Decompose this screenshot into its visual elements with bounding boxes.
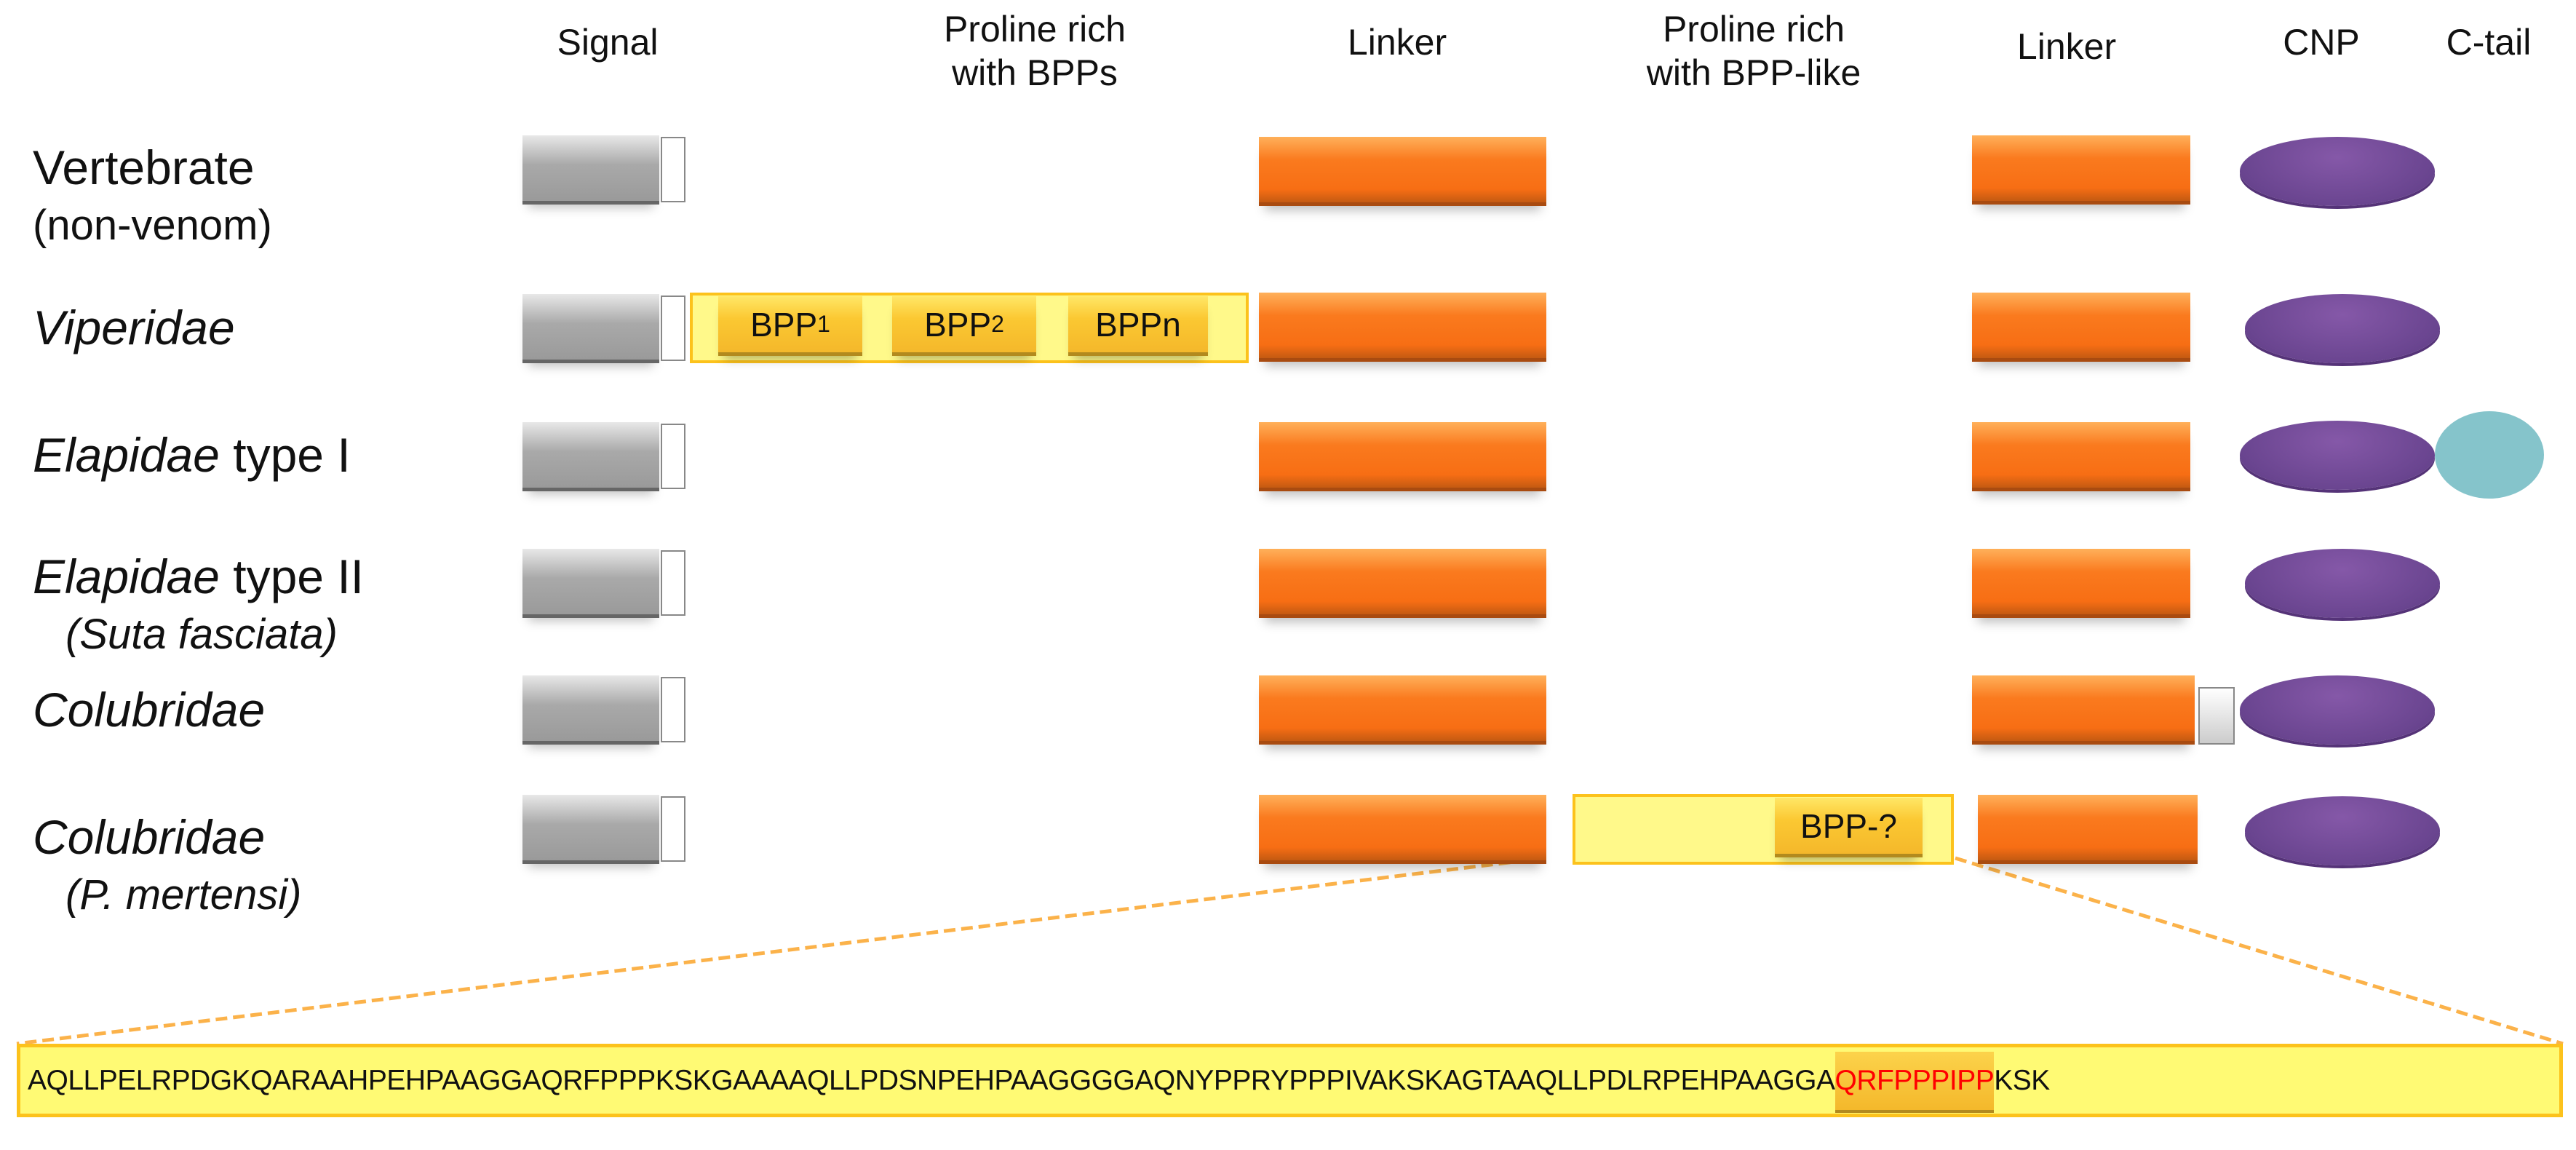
sequence-box: AQLLPELRPDGKQARAAHPEHPAAGGAQRFPPPKSKGAAA… [17,1044,2563,1117]
row-sub: (Suta fasciata) [65,611,338,658]
zoom-line-left [16,856,1546,1046]
header-line: Proline rich [943,9,1126,49]
cnp-domain [2245,549,2440,618]
row-name: Elapidae [33,550,220,603]
header-line: with BPPs [952,52,1118,93]
signal-cleavage-box [661,137,685,202]
bpp-label: BPP [750,305,818,344]
bpp-index: 2 [991,311,1004,337]
linker-2-domain [1972,293,2190,362]
signal-domain [522,675,659,745]
linker-2-domain [1972,135,2190,205]
header-c-tail: C-tail [2446,22,2532,63]
sequence-text-end: KSK [1994,1065,2050,1096]
sequence-highlight-bpp: QRFPPPIPP [1834,1052,1995,1113]
cnp-domain [2240,675,2435,745]
sequence-text: AQLLPELRPDGKQARAAHPEHPAAGGAQRFPPPKSKGAAA… [28,1065,1835,1096]
bpp-index: 1 [817,311,830,337]
row-suffix: type I [219,428,351,482]
cnp-domain [2245,294,2440,363]
signal-cleavage-box [661,296,685,361]
row-name: Colubridae [33,810,266,864]
row-label-colubridae-p-mertensi: Colubridae (P. mertensi) [33,808,301,924]
header-cnp: CNP [2283,22,2360,63]
cnp-domain [2245,796,2440,865]
signal-domain [522,549,659,618]
header-linker-1: Linker [1347,22,1447,63]
row-suffix: type II [219,550,364,603]
linker-1-domain [1259,293,1546,362]
linker-1-domain [1259,422,1546,491]
header-line: Proline rich [1662,9,1845,49]
linker-2-domain [1972,549,2190,618]
zoom-line-right [1955,856,2564,1046]
bpp-unknown-box: BPP-? [1775,798,1923,857]
header-line: with BPP-like [1646,52,1861,93]
bpp-index: n [1162,305,1181,344]
row-label-colubridae: Colubridae [33,683,266,737]
linker-2-domain [1972,675,2195,745]
linker-1-domain [1259,137,1546,206]
row-name: Elapidae [33,428,220,482]
bpp-label: BPP [1095,305,1163,344]
signal-cleavage-box [661,424,685,489]
linker-1-domain [1259,675,1546,745]
row-label-elapidae-type-2: Elapidae type II (Suta fasciata) [33,547,364,664]
linker-2-domain [1978,795,2198,864]
signal-domain [522,422,659,491]
linker-1-domain [1259,795,1546,864]
row-label-vertebrate: Vertebrate (non-venom) [33,138,272,255]
row-name: Vertebrate [33,140,255,194]
signal-cleavage-box [661,677,685,742]
colubridae-extra-segment [2198,687,2235,745]
cnp-domain [2240,421,2435,490]
cnp-domain [2240,137,2435,206]
header-linker-2: Linker [2016,26,2117,67]
signal-cleavage-box [661,550,685,616]
row-sub: (P. mertensi) [65,871,302,919]
row-sub: (non-venom) [33,202,272,249]
linker-2-domain [1972,422,2190,491]
signal-domain [522,294,659,363]
signal-domain [522,795,659,864]
signal-cleavage-box [661,796,685,862]
c-tail-domain [2435,411,2544,499]
row-label-elapidae-type-1: Elapidae type I [33,426,351,484]
header-signal: Signal [557,22,659,63]
signal-domain [522,135,659,205]
row-label-viperidae: Viperidae [33,301,235,354]
linker-1-domain [1259,549,1546,618]
bpp-label: BPP [924,305,992,344]
